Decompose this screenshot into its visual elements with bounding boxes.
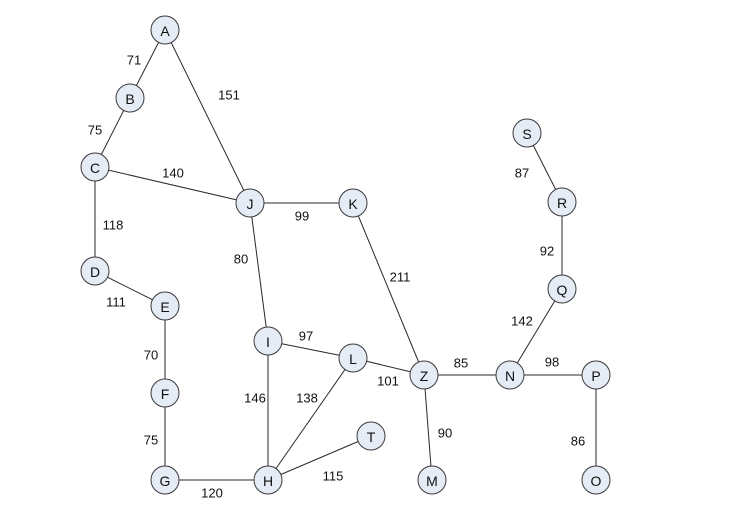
- node-label: N: [505, 368, 515, 384]
- node-label: P: [591, 368, 600, 384]
- edge-weight-a-j: 151: [218, 88, 240, 103]
- node-b: B: [115, 83, 145, 113]
- node-label: D: [90, 264, 100, 280]
- edge-weight-z-n: 85: [454, 356, 468, 371]
- node-label: I: [266, 334, 270, 350]
- node-circle: [409, 360, 439, 390]
- edge-weight-r-s: 87: [515, 166, 529, 181]
- node-e: E: [150, 291, 180, 321]
- nodes-layer: A B C D E F G H I J K L M N O P Q R S T Z: [80, 15, 611, 495]
- node-label: R: [557, 195, 567, 211]
- node-label: K: [348, 196, 358, 212]
- edge-weight-a-b: 71: [127, 53, 141, 68]
- node-circle: [235, 188, 265, 218]
- node-r: R: [547, 187, 577, 217]
- edge-weight-h-t: 115: [323, 469, 344, 484]
- node-circle: [115, 83, 145, 113]
- node-circle: [547, 187, 577, 217]
- node-c: C: [80, 152, 110, 182]
- node-circle: [253, 326, 283, 356]
- edge-weight-n-p: 98: [545, 355, 559, 370]
- edge-weight-l-h: 138: [296, 391, 318, 406]
- node-circle: [338, 343, 368, 373]
- edge-weight-e-f: 70: [144, 348, 158, 363]
- edge-weight-j-k: 99: [295, 209, 309, 224]
- node-m: M: [417, 465, 447, 495]
- node-label: T: [367, 429, 376, 445]
- node-label: S: [522, 126, 531, 142]
- node-label: J: [247, 196, 254, 212]
- node-circle: [581, 465, 611, 495]
- node-label: H: [263, 473, 273, 489]
- edge-weight-n-q: 142: [511, 314, 533, 329]
- node-p: P: [581, 360, 611, 390]
- node-circle: [253, 465, 283, 495]
- edge-weight-k-z: 211: [390, 270, 411, 285]
- node-d: D: [80, 256, 110, 286]
- edge-weight-c-j: 140: [162, 166, 184, 181]
- edge-weights-layer: 71 151 75 140 118 111 70 75 120 99 80 97 146 138 115 21…: [88, 53, 585, 501]
- node-label: A: [160, 23, 170, 39]
- edge-weight-j-i: 80: [234, 252, 248, 267]
- node-j: J: [235, 188, 265, 218]
- node-g: G: [150, 465, 180, 495]
- node-i: I: [253, 326, 283, 356]
- edge-weight-g-h: 120: [201, 486, 223, 501]
- edge-weight-f-g: 75: [144, 433, 158, 448]
- node-circle: [512, 118, 542, 148]
- node-circle: [150, 465, 180, 495]
- edge-weight-p-o: 86: [571, 434, 585, 449]
- node-a: A: [150, 15, 180, 45]
- node-circle: [80, 152, 110, 182]
- node-n: N: [495, 360, 525, 390]
- node-z: Z: [409, 360, 439, 390]
- node-circle: [150, 15, 180, 45]
- edge-weight-b-c: 75: [88, 123, 102, 138]
- node-h: H: [253, 465, 283, 495]
- edge-h-t: [267, 435, 372, 481]
- node-circle: [581, 360, 611, 390]
- node-circle: [80, 256, 110, 286]
- edge-weight-i-l: 97: [299, 329, 313, 344]
- edge-n-q: [509, 288, 563, 376]
- node-circle: [495, 360, 525, 390]
- node-t: T: [356, 421, 386, 451]
- node-k: K: [338, 188, 368, 218]
- node-circle: [150, 378, 180, 408]
- node-circle: [150, 291, 180, 321]
- edge-a-j: [164, 29, 251, 204]
- edge-weight-q-r: 92: [540, 244, 554, 259]
- node-circle: [338, 188, 368, 218]
- node-label: Q: [557, 282, 568, 298]
- edge-l-h: [267, 357, 354, 481]
- node-label: G: [160, 473, 171, 489]
- node-o: O: [581, 465, 611, 495]
- edges-layer: [94, 29, 597, 481]
- edge-weight-c-d: 118: [103, 218, 124, 233]
- node-circle: [356, 421, 386, 451]
- node-label: O: [591, 473, 602, 489]
- edge-c-j: [94, 166, 251, 204]
- node-l: L: [338, 343, 368, 373]
- edge-weight-i-h: 146: [244, 391, 266, 406]
- node-label: E: [160, 299, 169, 315]
- edge-weight-l-z: 101: [377, 374, 399, 389]
- edge-k-z: [352, 202, 425, 376]
- node-label: B: [125, 91, 134, 107]
- node-label: F: [161, 386, 170, 402]
- node-q: Q: [547, 274, 577, 304]
- node-circle: [547, 274, 577, 304]
- node-label: Z: [420, 368, 429, 384]
- edge-j-i: [249, 202, 269, 342]
- node-circle: [417, 465, 447, 495]
- edge-z-m: [423, 374, 433, 481]
- node-label: L: [349, 351, 357, 367]
- node-f: F: [150, 378, 180, 408]
- node-label: M: [426, 473, 438, 489]
- node-label: C: [90, 160, 100, 176]
- node-s: S: [512, 118, 542, 148]
- edge-weight-d-e: 111: [106, 295, 126, 310]
- edge-weight-z-m: 90: [438, 426, 452, 441]
